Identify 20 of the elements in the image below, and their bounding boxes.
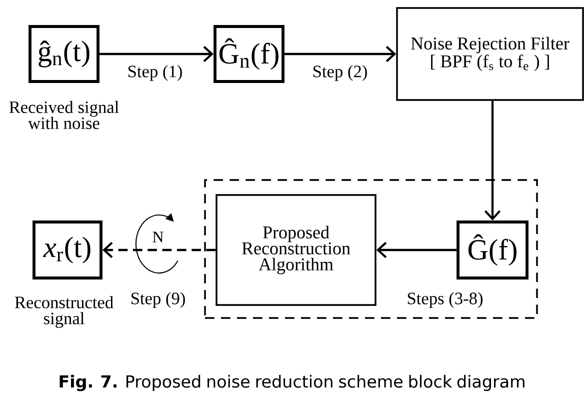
node-caption: Received signal with noise xyxy=(9,100,119,130)
signal-box: ĝ$_{n}$(t) xyxy=(28,25,100,83)
edge-label: Step (2) xyxy=(311,64,370,82)
arrow xyxy=(99,46,214,62)
spectrum-box: Ĝ(f) xyxy=(456,220,528,280)
spectrum-box: Ĝ$_{n}$(f) xyxy=(214,25,284,83)
edge-label: Steps (3-8) xyxy=(405,290,485,310)
signal-box: x$_{r}$(t) xyxy=(32,220,102,280)
algorithm-box: Proposed Reconstruction Algorithm xyxy=(216,194,376,306)
arrow xyxy=(284,46,396,62)
figure-caption: Fig. 7. Proposed noise reduction scheme block diagram xyxy=(60,374,524,392)
node-caption: Reconstructed signal xyxy=(14,296,114,328)
dashed-group-box xyxy=(204,179,538,319)
arrow xyxy=(484,100,501,221)
arrow xyxy=(102,242,216,258)
iteration-label: N xyxy=(152,232,164,242)
edge-label: Step (9) xyxy=(129,290,188,310)
edge-label: Step (1) xyxy=(126,64,184,82)
arrow xyxy=(376,242,457,258)
filter-box: Noise Rejection Filter [ BPF (f$_{s}$ to f$_{e}$ ) ] xyxy=(396,7,584,101)
